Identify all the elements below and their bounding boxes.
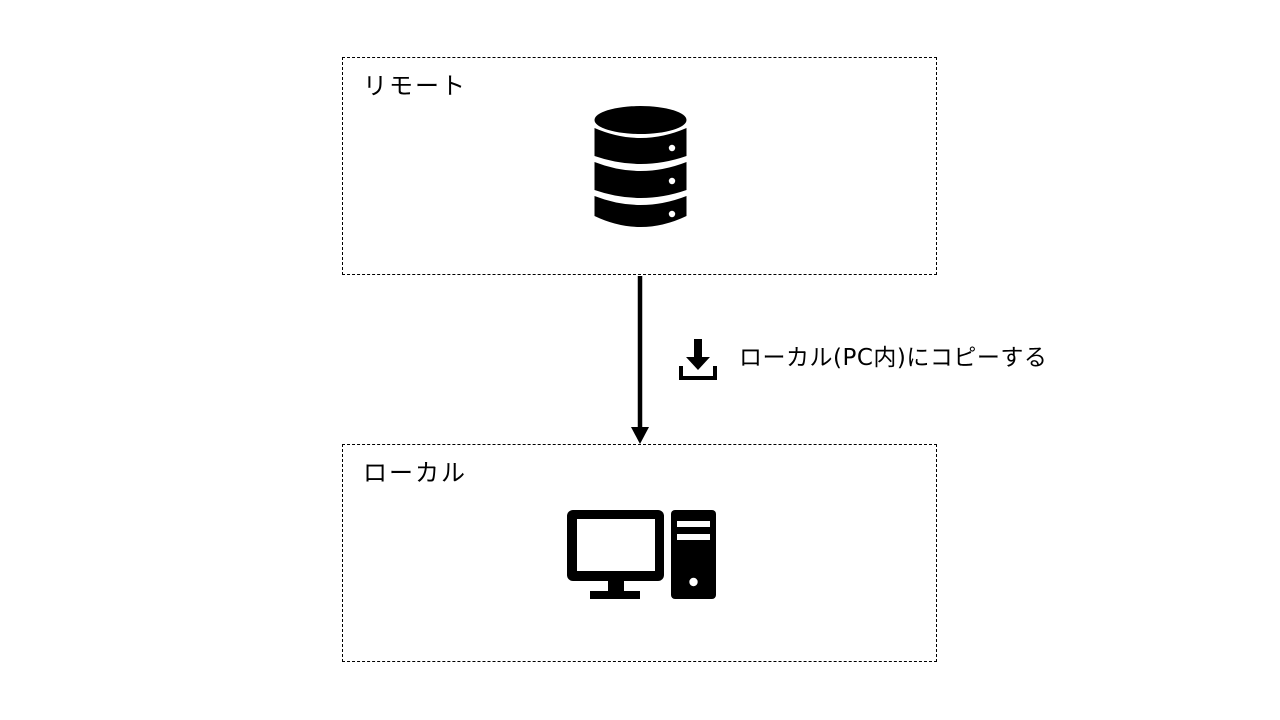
local-label: ローカル [363,459,467,487]
copy-to-local-label: ローカル(PC内)にコピーする [739,345,1048,371]
desktop-computer-icon [567,510,716,599]
remote-box: リモート [342,57,937,275]
download-icon [679,339,717,380]
remote-label: リモート [363,72,467,100]
local-box: ローカル [342,444,937,662]
database-icon [594,106,687,227]
